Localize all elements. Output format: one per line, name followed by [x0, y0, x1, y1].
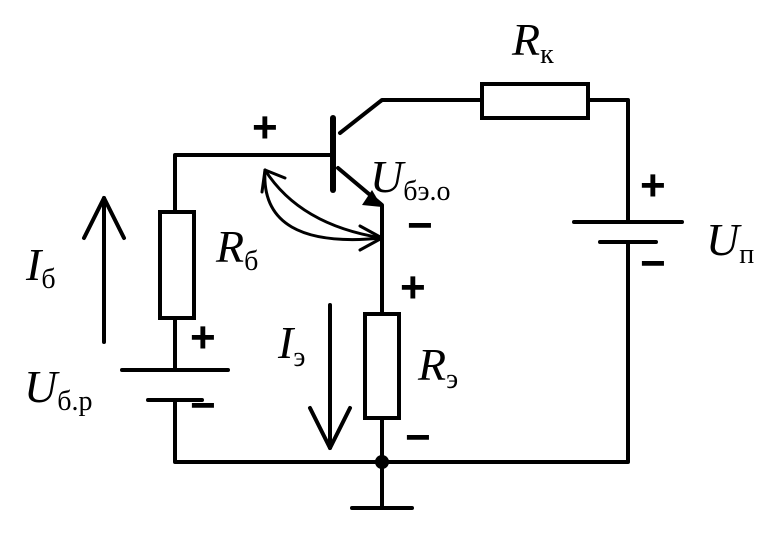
transistor-emitter-leg — [336, 166, 384, 234]
ground-junction-dot — [375, 455, 389, 469]
resistor-rb — [158, 210, 196, 320]
wire-base-left — [173, 153, 334, 214]
arrowhead-top-icon — [260, 168, 287, 194]
label-rb: Rб — [215, 221, 258, 277]
label-re-sub: э — [446, 364, 458, 395]
wire-rk-to-up — [586, 98, 630, 224]
label-rk-sub: к — [540, 39, 554, 70]
sign-emitter-minus: − — [407, 201, 433, 250]
label-ubr: Uб.р — [24, 361, 92, 417]
label-ubr-main: U — [24, 361, 60, 412]
label-ib: Iб — [25, 239, 56, 295]
transistor — [330, 115, 384, 234]
battery-ubr — [120, 368, 230, 402]
label-ubr-sub: б.р — [57, 386, 92, 417]
label-ube-main: U — [370, 151, 406, 202]
sign-up-plus: + — [640, 161, 666, 210]
sign-emitter-plus: + — [400, 263, 426, 312]
label-up-sub: п — [739, 239, 754, 270]
sign-re-minus: − — [405, 413, 431, 462]
label-ube-sub: бэ.о — [403, 176, 450, 207]
voltage-arc-inner — [263, 168, 384, 240]
voltage-arc-outer — [263, 168, 384, 242]
wire-collector — [338, 98, 484, 135]
resistor-re — [363, 312, 401, 420]
label-ie: Iэ — [277, 317, 305, 373]
sign-ubr-minus: − — [190, 381, 216, 430]
label-re-main: R — [417, 339, 446, 390]
label-re: Rэ — [417, 339, 458, 395]
voltage-arrows — [260, 168, 384, 252]
current-ib-arrow — [82, 196, 126, 344]
emitter-arrow-icon — [362, 190, 382, 207]
wire-battery-to-bottom — [173, 240, 630, 464]
arrow-down-icon — [308, 406, 352, 450]
label-ib-main: I — [25, 239, 44, 290]
label-ube: Uбэ.о — [370, 151, 451, 207]
label-up-main: U — [706, 214, 742, 265]
label-rb-sub: б — [244, 246, 258, 277]
battery-up — [572, 220, 684, 244]
arrow-up-icon — [82, 196, 126, 240]
sign-ubr-plus: + — [190, 313, 216, 362]
arrowhead-right-icon — [358, 224, 384, 252]
label-rk-main: R — [511, 14, 540, 65]
label-up: Uп — [706, 214, 754, 270]
label-ie-main: I — [277, 317, 296, 368]
resistor-rk — [480, 82, 590, 120]
label-ib-sub: б — [41, 264, 55, 295]
label-rb-main: R — [215, 221, 244, 272]
label-rk: Rк — [511, 14, 554, 70]
sign-base-plus: + — [252, 103, 278, 152]
label-ie-sub: э — [293, 342, 305, 373]
current-ie-arrow — [308, 303, 352, 450]
sign-up-minus: − — [640, 239, 666, 288]
wires — [173, 98, 630, 510]
